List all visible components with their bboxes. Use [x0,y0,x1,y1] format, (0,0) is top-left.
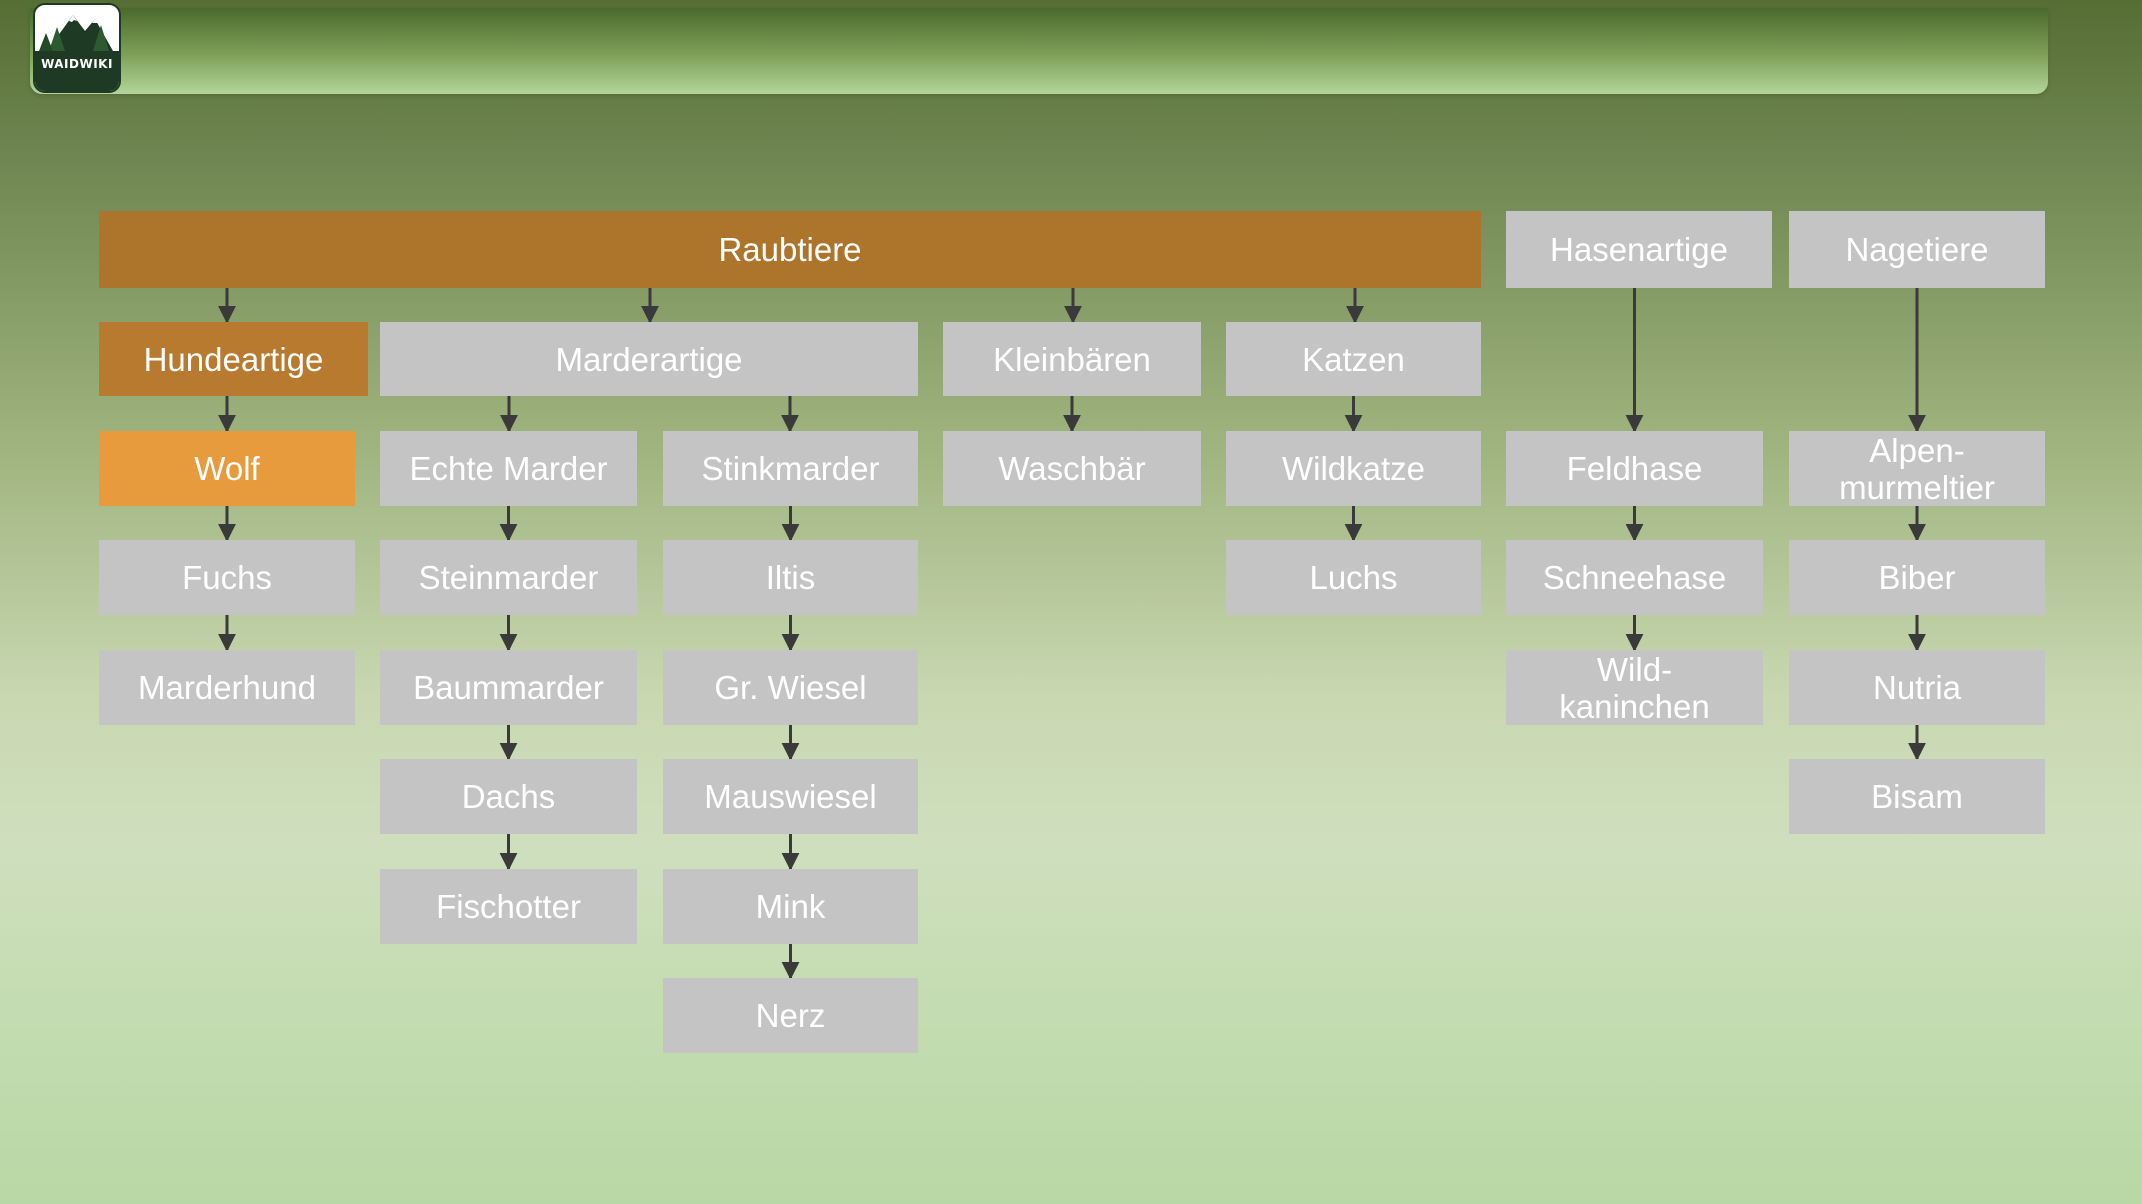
node-fischotter[interactable]: Fischotter [380,869,637,944]
node-stinkmarder[interactable]: Stinkmarder [663,431,918,506]
node-dachs[interactable]: Dachs [380,759,637,834]
node-marderartige[interactable]: Marderartige [380,322,918,396]
node-wolf[interactable]: Wolf [99,431,355,506]
node-nutria[interactable]: Nutria [1789,650,2045,725]
node-feldhase[interactable]: Feldhase [1506,431,1763,506]
node-waschbaer[interactable]: Waschbär [943,431,1201,506]
node-mauswiesel[interactable]: Mauswiesel [663,759,918,834]
node-iltis[interactable]: Iltis [663,540,918,615]
waidwiki-logo[interactable]: WAIDWIKI [33,3,121,93]
node-raubtiere[interactable]: Raubtiere [99,211,1481,288]
node-bisam[interactable]: Bisam [1789,759,2045,834]
node-schneehase[interactable]: Schneehase [1506,540,1763,615]
node-nerz[interactable]: Nerz [663,978,918,1053]
node-alpenmurmeltier[interactable]: Alpen- murmeltier [1789,431,2045,506]
node-hasenartige[interactable]: Hasenartige [1506,211,1772,288]
node-hundeartige[interactable]: Hundeartige [99,322,368,396]
mountain-forest-icon [35,15,119,91]
node-echte-marder[interactable]: Echte Marder [380,431,637,506]
header-banner [30,8,2048,94]
node-katzen[interactable]: Katzen [1226,322,1481,396]
node-kleinbaeren[interactable]: Kleinbären [943,322,1201,396]
node-fuchs[interactable]: Fuchs [99,540,355,615]
node-nagetiere[interactable]: Nagetiere [1789,211,2045,288]
node-luchs[interactable]: Luchs [1226,540,1481,615]
node-biber[interactable]: Biber [1789,540,2045,615]
node-wildkatze[interactable]: Wildkatze [1226,431,1481,506]
node-wildkaninchen[interactable]: Wild- kaninchen [1506,650,1763,725]
logo-text: WAIDWIKI [41,57,113,71]
node-steinmarder[interactable]: Steinmarder [380,540,637,615]
node-gr-wiesel[interactable]: Gr. Wiesel [663,650,918,725]
node-baummarder[interactable]: Baummarder [380,650,637,725]
node-marderhund[interactable]: Marderhund [99,650,355,725]
node-mink[interactable]: Mink [663,869,918,944]
